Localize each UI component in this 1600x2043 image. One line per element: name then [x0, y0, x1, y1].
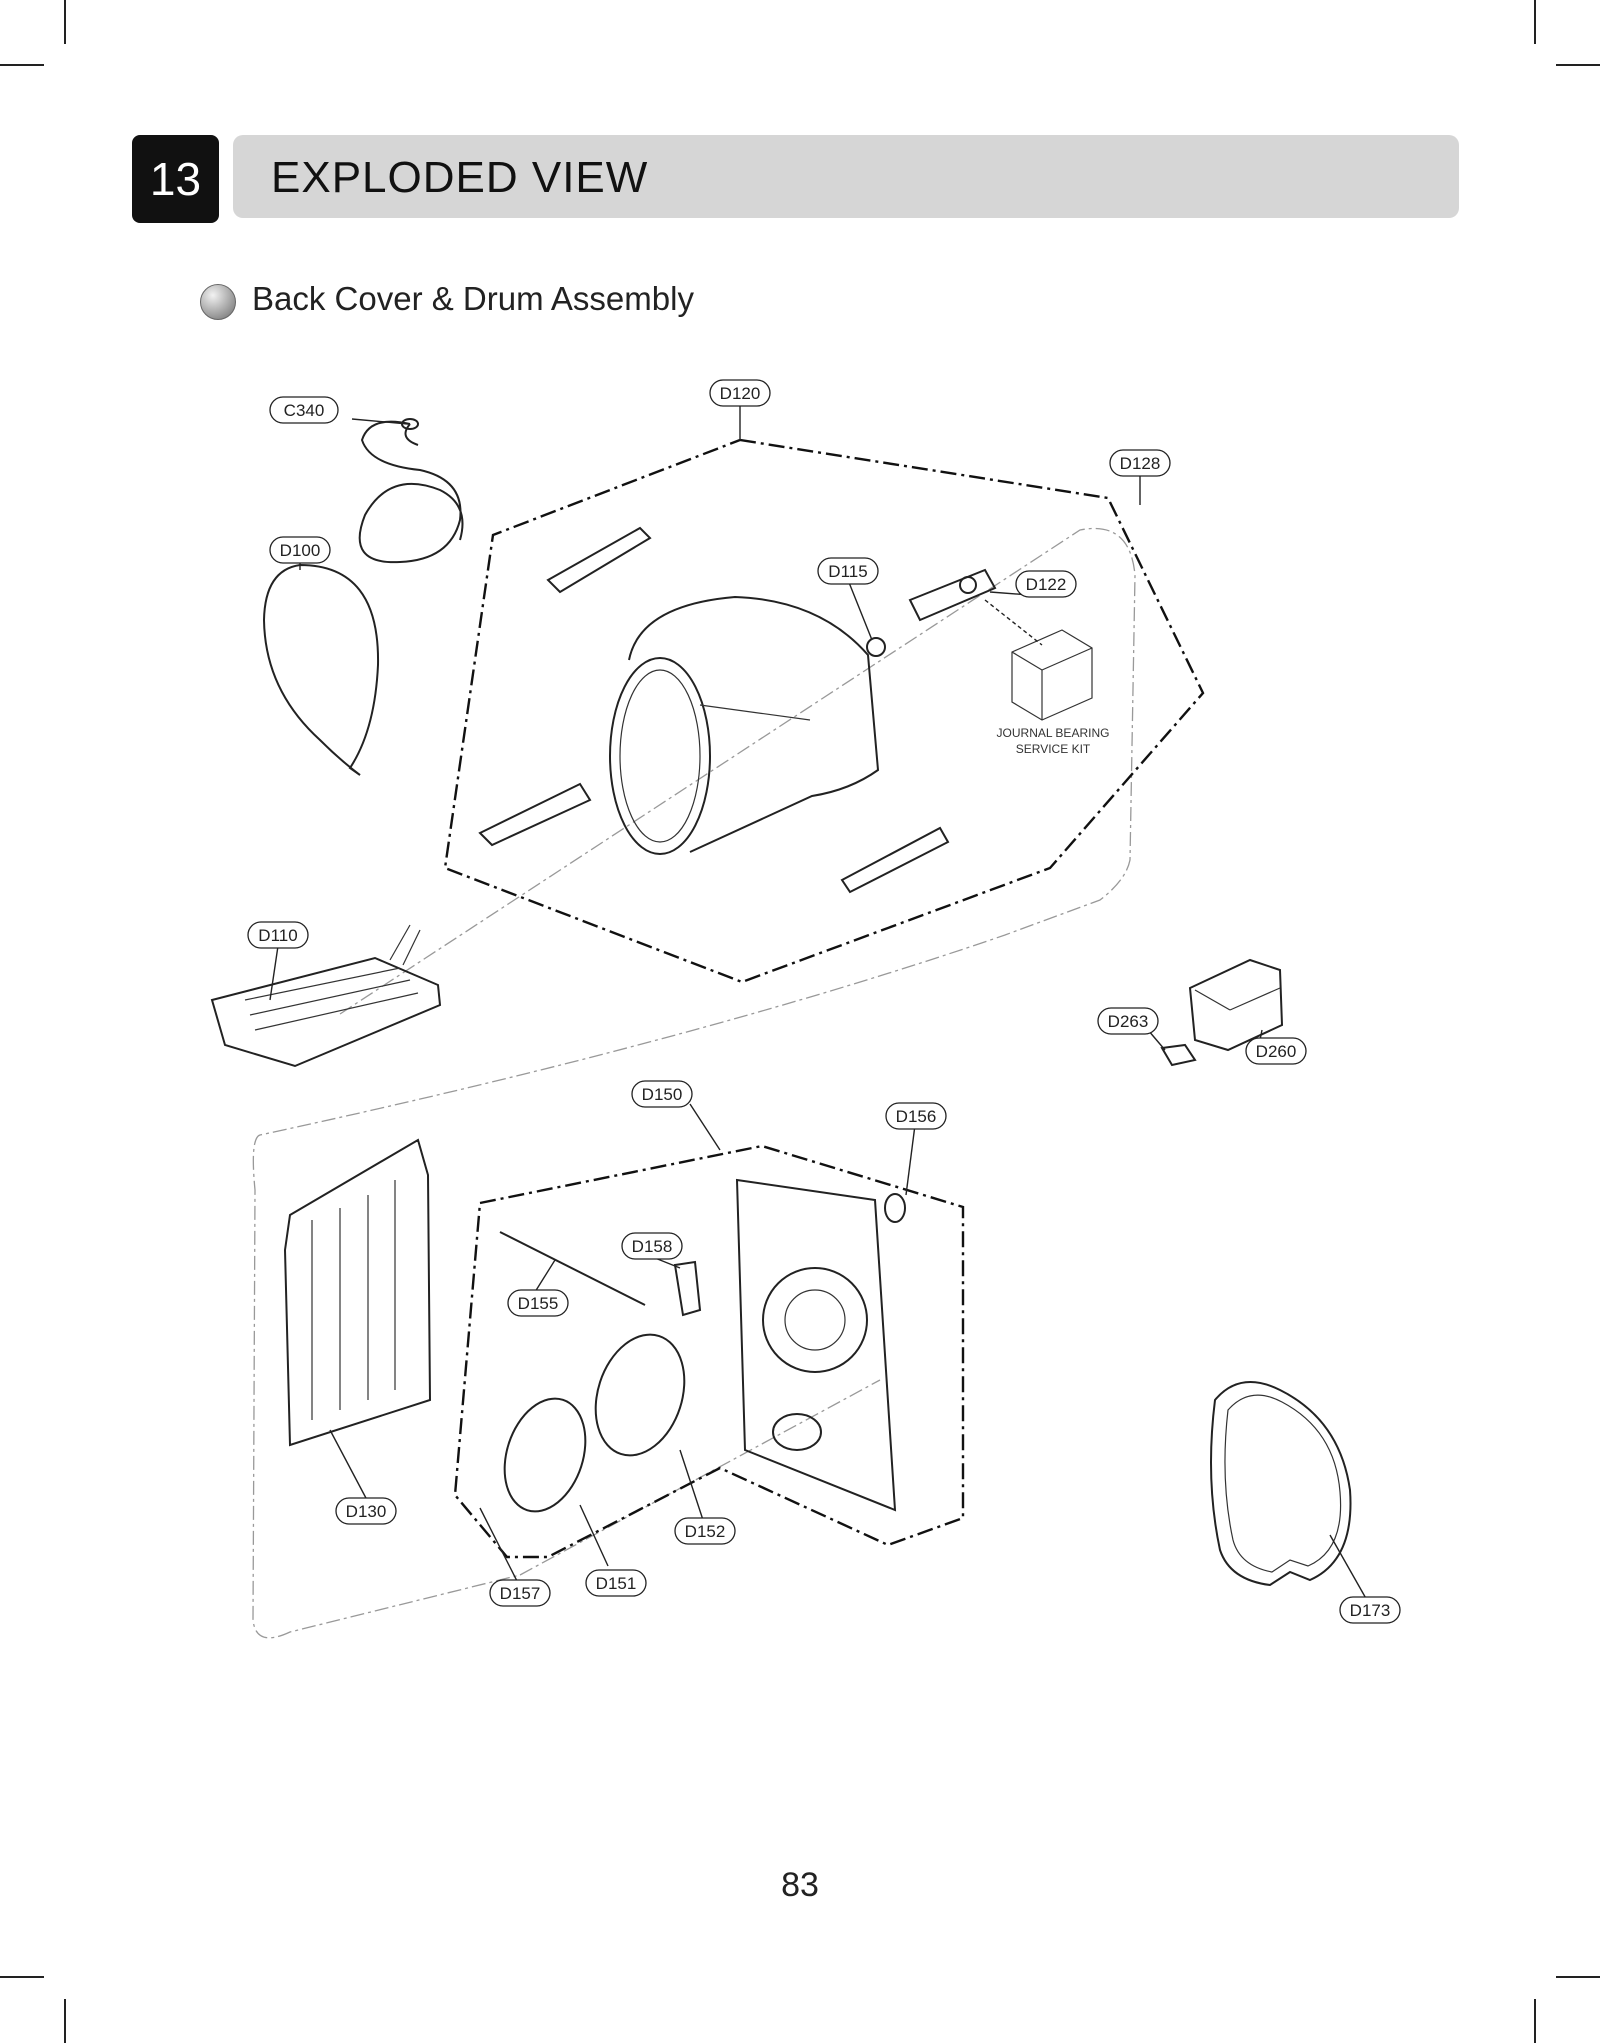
journal-bearing-note-line1: JOURNAL BEARING	[997, 726, 1110, 740]
callout-d110: D110	[247, 921, 309, 949]
crop-mark	[0, 1976, 44, 1978]
svg-text:D260: D260	[1256, 1042, 1297, 1061]
subsection-title: Back Cover & Drum Assembly	[252, 280, 694, 317]
d100-belt-part	[262, 563, 380, 776]
subsection-bullet-icon	[200, 284, 236, 320]
callout-d151: D151	[585, 1569, 647, 1597]
callout-d156: D156	[885, 1102, 947, 1130]
svg-text:C340: C340	[284, 401, 325, 420]
callout-d155: D155	[507, 1289, 569, 1317]
d155-strip-part	[499, 1231, 646, 1306]
d173-door-seal-part	[1210, 1381, 1352, 1587]
callout-d130: D130	[335, 1497, 397, 1525]
bearing-bracket-part	[908, 568, 997, 622]
journal-bearing-kit-box	[1011, 629, 1093, 721]
callout-d115: D115	[817, 557, 879, 585]
svg-text:D128: D128	[1120, 454, 1161, 473]
kit-arrow	[984, 599, 1043, 646]
svg-text:D157: D157	[500, 1584, 541, 1603]
crop-mark	[1556, 64, 1600, 66]
callout-d260: D260	[1245, 1037, 1307, 1065]
d130-back-cover-part	[283, 1138, 432, 1447]
callout-d157: D157	[489, 1579, 551, 1607]
drum-part	[609, 595, 880, 855]
callout-d158: D158	[621, 1232, 683, 1260]
svg-text:D152: D152	[685, 1522, 726, 1541]
drum-slide-top-part	[546, 526, 652, 594]
drum-slide-right-part	[840, 826, 950, 894]
page-number: 83	[781, 1866, 819, 1904]
callout-d122: D122	[1015, 570, 1077, 598]
crop-mark	[1534, 1999, 1536, 2043]
svg-text:D263: D263	[1108, 1012, 1149, 1031]
section-number: 13	[132, 135, 219, 223]
d150-bulkhead-part	[735, 1178, 897, 1512]
callout-d100: D100	[269, 536, 331, 564]
crop-mark	[1534, 0, 1536, 44]
svg-text:D130: D130	[346, 1502, 387, 1521]
svg-text:D156: D156	[896, 1107, 937, 1126]
crop-mark	[1556, 1976, 1600, 1978]
svg-text:D120: D120	[720, 384, 761, 403]
callout-d263: D263	[1097, 1007, 1159, 1035]
journal-bearing-note-line2: SERVICE KIT	[1016, 742, 1091, 756]
d110-filter-housing-part	[210, 924, 442, 1068]
d263-sensor-part	[1160, 1043, 1197, 1067]
crop-mark	[0, 64, 44, 66]
svg-text:D115: D115	[828, 562, 867, 581]
svg-text:D158: D158	[632, 1237, 673, 1256]
drum-group-outline	[443, 438, 1205, 984]
d152-seal-part	[594, 1333, 686, 1457]
svg-text:D100: D100	[280, 541, 321, 560]
svg-text:D150: D150	[642, 1085, 683, 1104]
callout-d128: D128	[1109, 449, 1171, 477]
svg-text:D151: D151	[596, 1574, 637, 1593]
d151-seal-part	[503, 1397, 587, 1513]
section-title-bar: EXPLODED VIEW	[233, 135, 1459, 218]
d158-part	[673, 1260, 702, 1317]
crop-mark	[64, 0, 66, 44]
d156-part	[884, 1193, 906, 1223]
callout-d152: D152	[674, 1517, 736, 1545]
section-title: EXPLODED VIEW	[271, 153, 649, 202]
c340-hose-part	[358, 418, 464, 564]
back-panel-group-outline	[453, 1144, 965, 1559]
callout-d120: D120	[709, 379, 771, 407]
svg-text:D122: D122	[1026, 575, 1067, 594]
callout-c340: C340	[269, 396, 339, 424]
svg-text:D110: D110	[258, 926, 297, 945]
drum-slide-left-part	[478, 782, 592, 847]
svg-text:D155: D155	[518, 1294, 559, 1313]
ghost-outline-upper	[252, 527, 1136, 1639]
callout-d150: D150	[631, 1080, 693, 1108]
d260-heater-box-part	[1188, 958, 1284, 1052]
svg-text:D173: D173	[1350, 1601, 1391, 1620]
callout-d173: D173	[1339, 1596, 1401, 1624]
crop-mark	[64, 1999, 66, 2043]
